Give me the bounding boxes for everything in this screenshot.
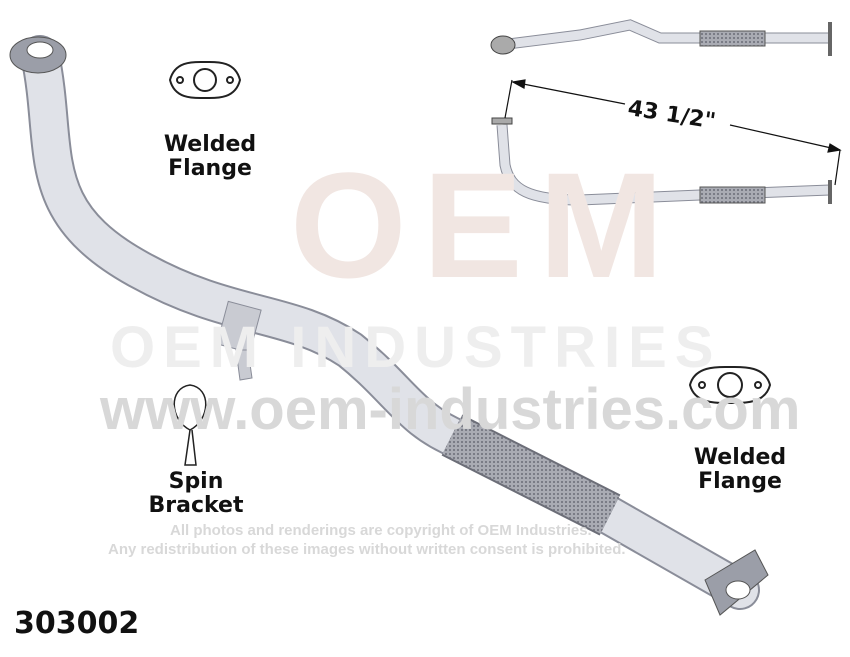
label-line: Flange — [698, 469, 782, 494]
part-number: 303002 — [14, 606, 140, 641]
label-line: Welded — [163, 132, 257, 157]
welded-flange-gasket-icon — [168, 60, 242, 100]
watermark-line1: All photos and renderings are copyright … — [170, 522, 592, 539]
main-pipe — [20, 35, 760, 610]
watermark-logo: OEM — [290, 141, 680, 309]
label-line: Welded — [693, 445, 787, 470]
thumbnail-top-view — [490, 19, 832, 56]
spin-bracket-label: Spin Bracket — [136, 470, 256, 518]
dimension-line — [504, 79, 842, 186]
thumbnail-side-view — [491, 117, 832, 206]
label-line: Spin — [168, 469, 224, 494]
outlet-flange — [704, 549, 769, 616]
watermark-logo-sub: OEM INDUSTRIES — [110, 315, 722, 380]
label-line: Flange — [168, 156, 252, 181]
watermark-url: www.oem-industries.com — [100, 377, 801, 442]
welded-flange-label-right: Welded Flange — [680, 446, 800, 494]
welded-flange-gasket-icon — [688, 365, 772, 405]
watermark-line2: Any redistribution of these images witho… — [108, 541, 626, 558]
spin-bracket-icon — [173, 384, 207, 466]
label-line: Bracket — [148, 493, 244, 518]
inlet-flange — [9, 36, 67, 74]
welded-flange-label-top: Welded Flange — [150, 133, 270, 181]
